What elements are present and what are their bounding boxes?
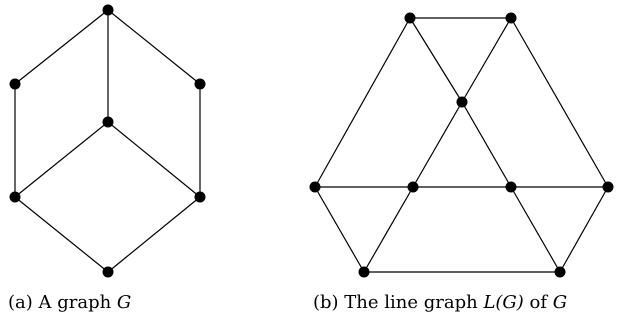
vertex-G-ul: [9, 78, 21, 90]
edge-G-t-ul: [14, 9, 109, 85]
caption-a-math: G: [116, 292, 132, 313]
edge-LG-tr-mc: [461, 17, 512, 103]
edge-LG-il-bl: [363, 186, 414, 273]
edge-LG-tr-mr: [510, 17, 609, 188]
vertex-LG-tl: [404, 12, 416, 24]
vertex-LG-ml: [309, 181, 321, 193]
graph-g-panel: [9, 4, 206, 278]
edge-G-c-lr: [107, 121, 201, 198]
edge-LG-tl-ml: [314, 17, 411, 188]
vertex-LG-ir: [505, 181, 517, 193]
caption-b: (b) The line graph L(G) of G: [313, 292, 567, 314]
line-graph-panel: [309, 12, 614, 278]
vertex-G-c: [102, 116, 114, 128]
caption-b-text: (b) The line graph: [313, 292, 484, 313]
vertex-G-ur: [194, 78, 206, 90]
caption-b-math2: G: [552, 292, 568, 313]
edge-G-lr-b: [107, 196, 201, 273]
edge-G-c-ll: [14, 121, 109, 198]
edge-G-t-ur: [107, 9, 201, 85]
edge-G-ll-b: [14, 196, 109, 273]
vertex-LG-mc: [456, 96, 468, 108]
vertex-LG-tr: [505, 12, 517, 24]
vertex-G-lr: [194, 191, 206, 203]
caption-b-math: L(G): [483, 292, 524, 313]
vertex-G-t: [102, 4, 114, 16]
edge-LG-ml-bl: [314, 186, 365, 273]
vertex-G-b: [102, 266, 114, 278]
vertex-LG-br: [554, 266, 566, 278]
caption-a-text: (a) A graph: [8, 292, 117, 313]
vertex-LG-mr: [602, 181, 614, 193]
edge-LG-tl-mc: [409, 17, 463, 103]
caption-b-suffix: of: [523, 292, 553, 313]
edge-LG-mc-ir: [461, 101, 512, 188]
caption-a: (a) A graph G: [8, 292, 131, 314]
vertex-LG-il: [407, 181, 419, 193]
edge-LG-ir-br: [510, 186, 561, 273]
vertex-LG-bl: [358, 266, 370, 278]
edge-LG-mr-br: [559, 186, 609, 273]
vertex-G-ll: [9, 191, 21, 203]
edge-LG-mc-il: [412, 101, 463, 188]
